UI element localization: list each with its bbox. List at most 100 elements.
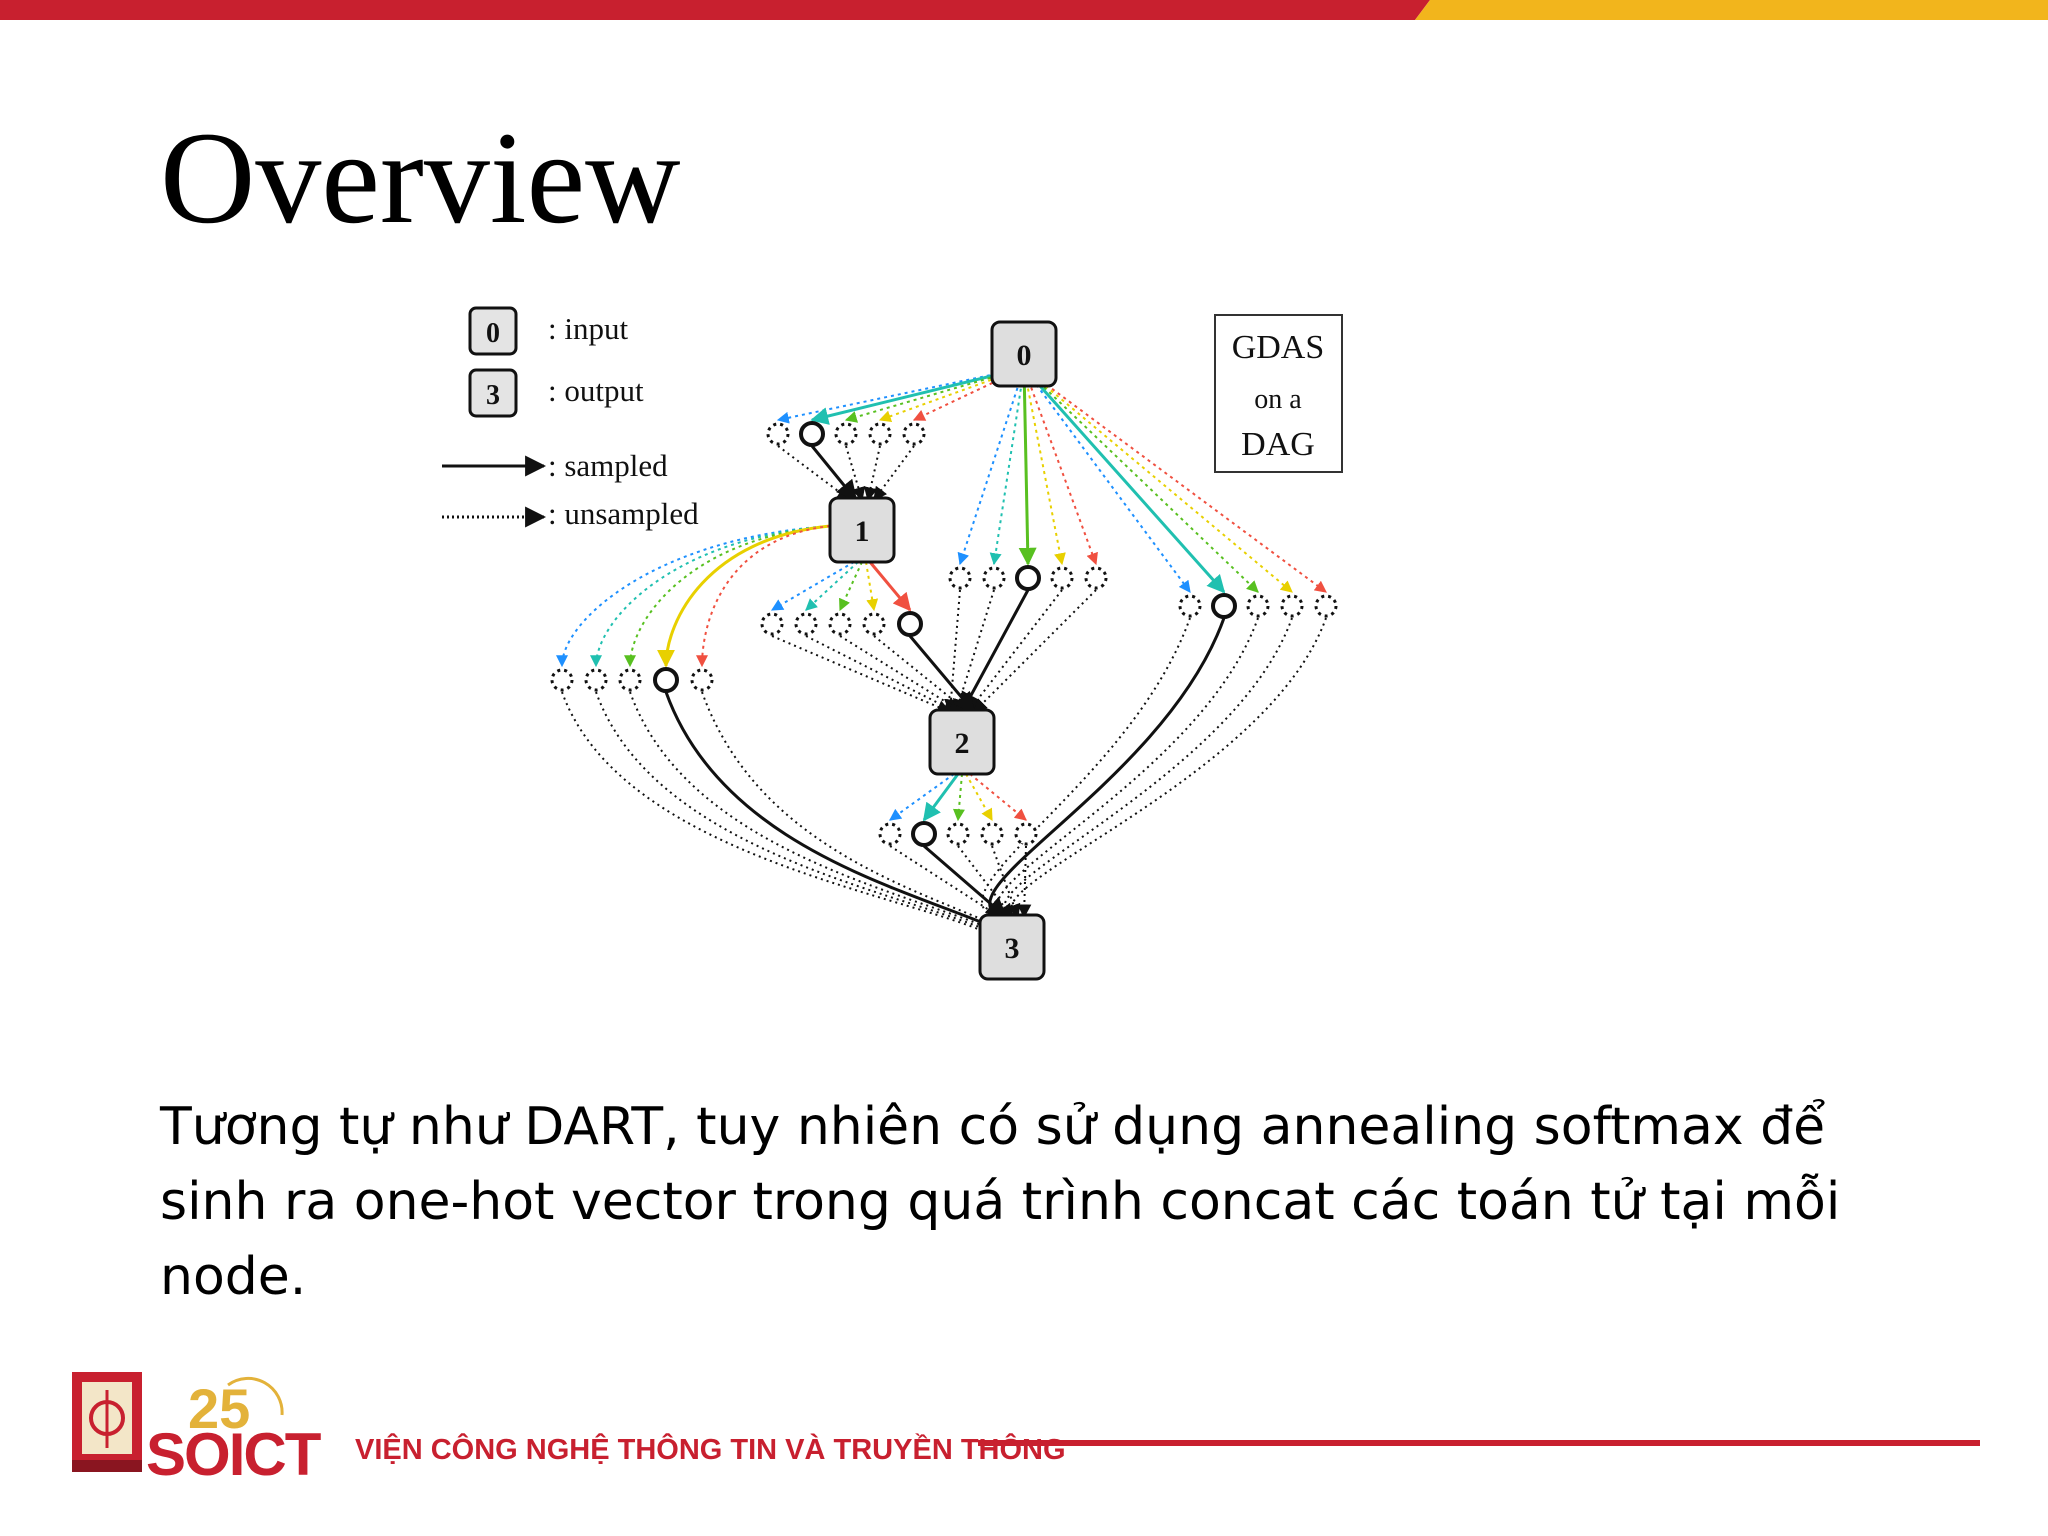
ops-0-to-1-op0-unsampled: [766, 422, 790, 446]
dag-node-2: [928, 708, 996, 776]
ops-1-to-2-op1-out: [805, 635, 958, 713]
ops-0-to-2-op4-unsampled: [1084, 566, 1108, 590]
ops-0-to-1-op3-out: [863, 445, 881, 502]
ops-1-to-2-op1-in: [805, 561, 859, 611]
dag-node-3-label: 3: [1005, 932, 1020, 965]
ops-1-to-3-op4-in: [696, 525, 831, 668]
gdas-box-line2: on a: [1254, 384, 1302, 415]
ops-2-to-3-op0-out: [889, 845, 1002, 918]
dag-node-0-label: 0: [1017, 339, 1032, 372]
footer: 25 SOICT VIỆN CÔNG NGHỆ THÔNG TIN VÀ TRU…: [60, 1360, 2000, 1490]
ops-1-to-3-op2-unsampled: [618, 668, 642, 692]
ops-1-to-3-op3-out: [664, 691, 1020, 941]
ops-0-to-2-op2-out: [960, 589, 1030, 714]
ops-1-to-2-op2-in: [839, 561, 863, 612]
ops-1-to-3-op2-in: [624, 525, 831, 668]
ops-0-to-2-op4-in: [1023, 367, 1098, 566]
ops-0-to-2-op0-unsampled: [948, 566, 972, 590]
legend-input-key: 0: [486, 318, 500, 349]
ops-1-to-3-op1-unsampled: [584, 668, 608, 692]
ops-0-to-2-op3-in: [1023, 367, 1066, 566]
ops-0-to-2-op3-out: [967, 589, 1063, 714]
legend-output-key: 3: [486, 380, 500, 411]
ops-2-to-3-op1-sampled: [911, 821, 937, 847]
ops-0-to-3-op2-in: [1023, 367, 1259, 593]
ops-2-to-3-op2-unsampled: [946, 822, 970, 846]
dag-node-3: [978, 913, 1046, 981]
ops-0-to-3-op3-unsampled: [1280, 594, 1304, 618]
dag-node-1-label: 1: [855, 515, 870, 548]
ops-0-to-3-op4-unsampled: [1314, 594, 1338, 618]
ops-1-to-3-op1-in: [590, 525, 831, 668]
ops-2-to-3-op0-unsampled: [878, 822, 902, 846]
ops-0-to-2-op0-out: [944, 589, 961, 714]
gdas-dag-diagram: 0 1 2 3 0 : input 3 : output : sampled : un…: [420, 270, 1380, 1010]
ops-2-to-3-op1-out: [923, 844, 1008, 919]
ops-0-to-2-op1-in: [989, 367, 1025, 566]
ops-0-to-2-op4-out: [973, 589, 1097, 713]
ops-0-to-1-op2-unsampled: [834, 422, 858, 446]
ops-2-to-3-op4-in: [969, 773, 1027, 821]
ops-0-to-3-op3-in: [1023, 367, 1293, 593]
ops-0-to-1-op3-unsampled: [868, 422, 892, 446]
ops-1-to-3-op0-out: [561, 691, 1002, 940]
ops-2-to-3-op1-in: [922, 773, 960, 822]
svg-text:25: 25: [188, 1377, 250, 1440]
ops-0-to-1-op4-out: [873, 445, 915, 502]
ops-0-to-2-op0-in: [957, 367, 1025, 566]
ops-1-to-2-op3-in: [865, 561, 879, 612]
ops-1-to-2-op3-out: [873, 635, 970, 713]
ops-0-to-2-op2-in: [1018, 367, 1037, 566]
soict-brand: SOICT: [146, 1421, 321, 1488]
ops-0-to-3-op2-unsampled: [1246, 594, 1270, 618]
ops-1-to-3-op4-out: [701, 691, 1026, 940]
top-accent-bar: [0, 0, 2048, 20]
legend-sampled-label: : sampled: [548, 448, 668, 483]
ops-1-to-3-op0-unsampled: [550, 668, 574, 692]
ops-2-to-3-op3-unsampled: [980, 822, 1004, 846]
anniversary-25-icon: 25: [188, 1376, 284, 1440]
ops-1-to-2-op3-unsampled: [862, 612, 886, 636]
ops-2-to-3-op0-in: [889, 773, 955, 821]
ops-1-to-3-op4-unsampled: [690, 668, 714, 692]
ops-0-to-3-op2-out: [996, 617, 1259, 923]
ops-1-to-2-op0-unsampled: [760, 612, 784, 636]
ops-1-to-2-op4-out: [908, 635, 976, 714]
legend-input-swatch: [468, 306, 518, 356]
ops-2-to-3-op4-unsampled: [1014, 822, 1038, 846]
ops-0-to-1-op3-in: [878, 367, 1025, 422]
ops-1-to-3-op3-in: [657, 524, 831, 668]
legend-unsampled-label: : unsampled: [548, 496, 699, 531]
institute-name: VIỆN CÔNG NGHỆ THÔNG TIN VÀ TRUYỀN THÔNG: [355, 1434, 1066, 1466]
ops-2-to-3-op2-in: [952, 773, 965, 822]
dag-node-2-label: 2: [955, 727, 970, 760]
ops-0-to-2-op1-out: [953, 589, 995, 714]
legend-output-swatch: [468, 368, 518, 418]
dag-node-1: [828, 496, 896, 564]
ops-1-to-2-op4-sampled: [897, 611, 923, 637]
ops-0-to-3-op0-in: [1023, 367, 1191, 593]
ops-1-to-3-op0-in: [556, 525, 831, 668]
legend-output-label: : output: [548, 373, 644, 408]
slide-title: Overview: [160, 104, 681, 251]
ops-0-to-2-op3-unsampled: [1050, 566, 1074, 590]
ops-0-to-1-op4-unsampled: [902, 422, 926, 446]
ops-0-to-1-op0-out: [777, 445, 852, 501]
ops-0-to-3-op0-out: [981, 617, 1191, 923]
university-logo: [72, 1372, 142, 1472]
ops-1-to-2-op1-unsampled: [794, 612, 818, 636]
ops-0-to-2-op1-unsampled: [982, 566, 1006, 590]
ops-0-to-3-op3-out: [1003, 617, 1293, 923]
ops-1-to-2-op2-unsampled: [828, 612, 852, 636]
ops-0-to-3-op1-in: [1022, 367, 1226, 594]
gdas-box-line3: DAG: [1241, 426, 1315, 463]
ops-1-to-2-op0-in: [770, 561, 855, 611]
ops-0-to-1-op1-out: [810, 445, 858, 502]
ops-2-to-3-op3-out: [991, 845, 1021, 919]
ops-1-to-3-op3-sampled: [653, 667, 679, 693]
ops-1-to-3-op1-out: [595, 691, 1008, 940]
ops-1-to-2-op4-in: [868, 561, 912, 612]
legend-input-label: : input: [548, 311, 628, 346]
dag-node-0: [990, 320, 1058, 388]
ops-0-to-3-op1-sampled: [1211, 593, 1237, 619]
